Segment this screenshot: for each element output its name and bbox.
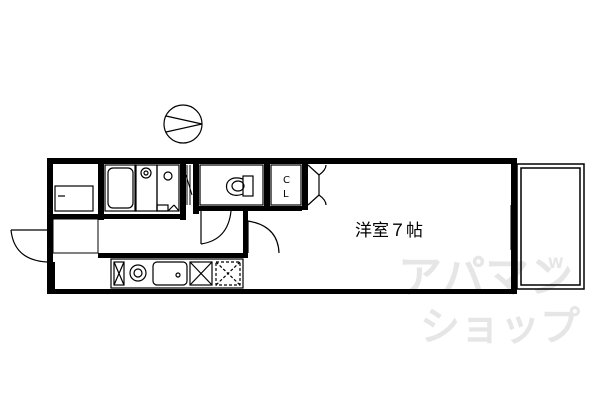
- exterior-walls: [47, 158, 517, 294]
- hall-door: [247, 220, 280, 254]
- closet-label-l: L: [283, 189, 289, 200]
- watermark: アパマン ショップ W: [398, 252, 580, 350]
- watermark-line1: アパマン: [398, 252, 573, 303]
- watermark-line2: ショップ: [420, 304, 580, 350]
- toilet-door: [200, 210, 232, 245]
- bathtub: [104, 164, 180, 212]
- closet-label-c: C: [283, 175, 290, 186]
- room-label: 洋室７帖: [355, 221, 423, 241]
- sliding-door: [185, 165, 193, 205]
- shoe-cabinet: [54, 185, 94, 212]
- kitchen-counter: [110, 258, 244, 289]
- toilet: [199, 164, 264, 206]
- entrance-door: [10, 229, 48, 263]
- north-arrow-icon: [163, 104, 203, 144]
- balcony: [510, 163, 585, 290]
- closet-doors: [307, 164, 327, 206]
- closet: C L: [270, 164, 302, 206]
- interior-walls: [53, 158, 308, 258]
- entry-hall: [52, 218, 99, 254]
- watermark-mark: W: [548, 256, 563, 272]
